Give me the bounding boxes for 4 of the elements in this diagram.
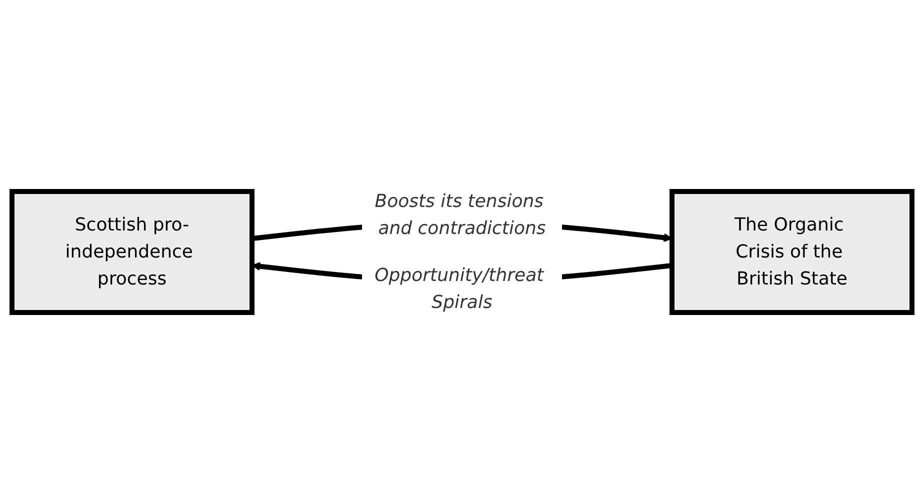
edge-label: Opportunity/threat Spirals <box>374 265 544 313</box>
edge-label: Boosts its tensions and contradictions <box>374 191 546 239</box>
node-box: The Organic Crisis of the British State <box>670 189 914 315</box>
node-box: Scottish pro-independence process <box>10 189 254 315</box>
